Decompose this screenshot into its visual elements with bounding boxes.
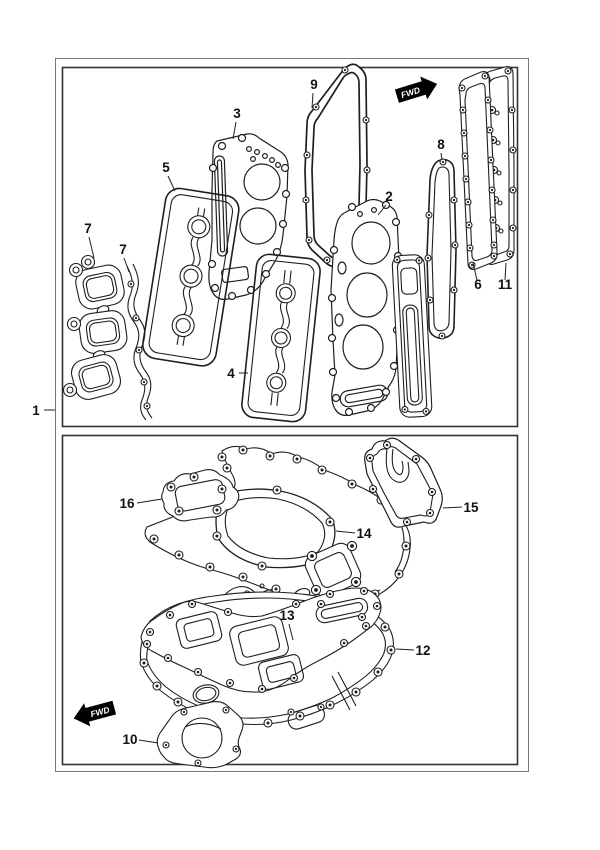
callout-16: 16 bbox=[119, 496, 135, 511]
gasket-4-cover-gasket bbox=[241, 253, 321, 423]
callout-9: 9 bbox=[310, 77, 318, 92]
callout-8: 8 bbox=[437, 137, 445, 152]
fwd-arrow-bottom: FWD bbox=[73, 700, 117, 727]
gasket-8-seal bbox=[424, 158, 459, 340]
callout-4: 4 bbox=[227, 366, 235, 381]
fwd-arrow-bottom-label: FWD bbox=[89, 704, 110, 719]
callout-7b: 7 bbox=[119, 242, 127, 257]
callout-2: 2 bbox=[385, 189, 393, 204]
callout-7a: 7 bbox=[84, 221, 92, 236]
callout-3: 3 bbox=[233, 106, 241, 121]
fwd-arrow-top: FWD bbox=[394, 75, 438, 103]
callout-13: 13 bbox=[279, 608, 295, 623]
upper-panel-frame bbox=[61, 66, 519, 428]
outer-frame bbox=[55, 58, 529, 772]
gasket-15 bbox=[364, 437, 443, 528]
gasket-10 bbox=[156, 701, 244, 769]
callout-12: 12 bbox=[415, 643, 430, 658]
callout-labels: 1 3 5 7 7 9 2 8 6 11 4 16 14 15 13 12 10 bbox=[32, 77, 512, 747]
leader-lines bbox=[44, 92, 507, 744]
panel-frames bbox=[61, 66, 519, 766]
gasket-7-manifold bbox=[62, 254, 128, 400]
callout-11: 11 bbox=[498, 277, 513, 292]
gasket-3-head-gasket bbox=[207, 133, 291, 301]
callout-5: 5 bbox=[162, 160, 170, 175]
gasket-13 bbox=[140, 586, 382, 694]
callout-6: 6 bbox=[474, 277, 482, 292]
gasket-2-block-gasket bbox=[327, 198, 403, 417]
callout-14: 14 bbox=[356, 526, 372, 541]
callout-1: 1 bbox=[32, 403, 40, 418]
gasket-2-side-cover bbox=[391, 254, 433, 418]
gasket-16 bbox=[161, 469, 240, 522]
gasket-housing-port-ring bbox=[304, 540, 362, 598]
gasket-6-plate-gasket bbox=[458, 71, 498, 270]
callout-10: 10 bbox=[122, 732, 137, 747]
lower-panel-frame bbox=[61, 434, 519, 766]
gasket-7-edge-view bbox=[126, 263, 153, 421]
gasket-5-cover-gasket bbox=[142, 187, 240, 367]
callout-15: 15 bbox=[463, 500, 479, 515]
